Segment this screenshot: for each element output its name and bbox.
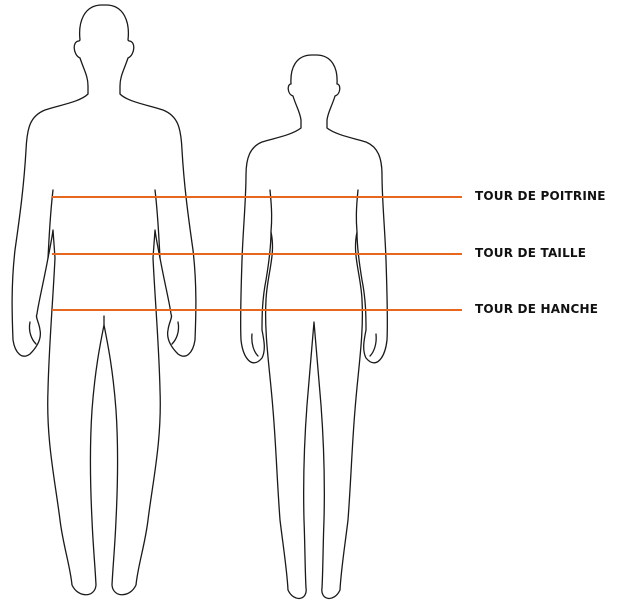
male-right-hand-detail — [172, 322, 179, 344]
measurement-label-waist: TOUR DE TAILLE — [475, 246, 586, 260]
male-left-hand-detail — [29, 322, 36, 344]
male-silhouette — [12, 5, 196, 595]
female-silhouette — [241, 55, 388, 598]
measurement-lines — [52, 197, 462, 310]
female-body-outline — [241, 55, 388, 598]
measurement-label-chest: TOUR DE POITRINE — [475, 189, 606, 203]
male-body-outline — [12, 5, 196, 595]
female-right-hand-detail — [370, 334, 376, 356]
female-left-hand-detail — [252, 334, 258, 356]
measurement-label-hip: TOUR DE HANCHE — [475, 302, 598, 316]
